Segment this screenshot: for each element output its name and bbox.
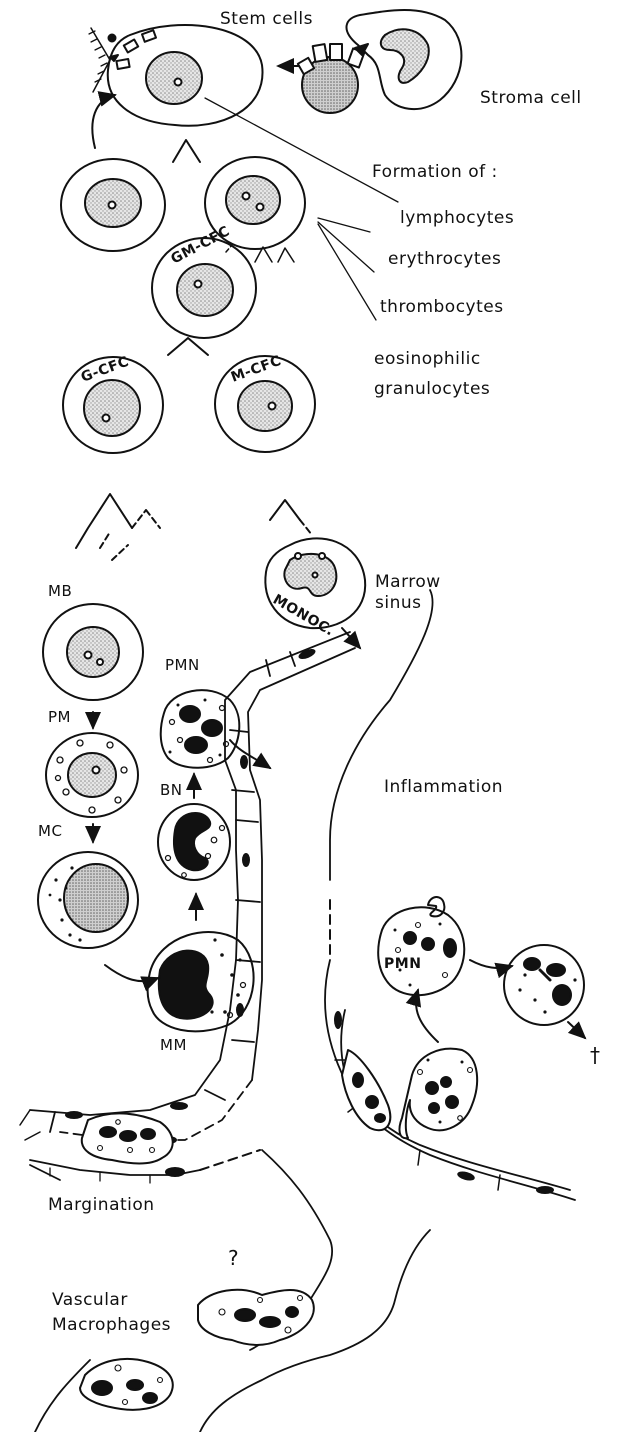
label-m-cfc: M-CFC bbox=[229, 353, 284, 386]
bn-cell bbox=[158, 804, 230, 880]
vascular-macrophage-2 bbox=[80, 1359, 173, 1410]
label-pm: PM bbox=[48, 708, 71, 726]
emigrating-cell bbox=[400, 1049, 478, 1138]
pmn-cell bbox=[161, 690, 240, 768]
label-stroma-cell: Stroma cell bbox=[480, 88, 582, 108]
label-erythrocytes: erythrocytes bbox=[388, 249, 501, 269]
label-marrow: Marrow bbox=[375, 572, 441, 592]
label-thrombocytes: thrombocytes bbox=[380, 297, 504, 317]
mb-cell bbox=[43, 604, 143, 700]
pm-cell bbox=[46, 733, 138, 817]
label-question: ? bbox=[228, 1246, 239, 1270]
label-death-cross: † bbox=[590, 1043, 600, 1067]
branch-stem bbox=[173, 140, 200, 162]
pmn-inflammation-cell bbox=[378, 897, 464, 995]
tree-m bbox=[270, 500, 300, 520]
label-mb: MB bbox=[48, 582, 72, 600]
label-bn: BN bbox=[160, 781, 183, 799]
mc-cell bbox=[38, 852, 138, 948]
label-macrophages: Macrophages bbox=[52, 1315, 171, 1335]
label-mc: MC bbox=[38, 822, 62, 840]
mm-cell bbox=[148, 932, 254, 1031]
label-formation-of: Formation of : bbox=[372, 162, 498, 182]
label-margination: Margination bbox=[48, 1195, 155, 1215]
label-mm: MM bbox=[160, 1036, 187, 1054]
stroma-cell bbox=[298, 10, 462, 113]
vascular-macrophage-1 bbox=[198, 1290, 314, 1345]
label-inflammation: Inflammation bbox=[384, 777, 503, 797]
marginated-cell bbox=[82, 1113, 173, 1163]
vessel-wall bbox=[262, 1150, 332, 1300]
stem-cell bbox=[89, 25, 263, 148]
migrating-cell-in-vessel bbox=[342, 1050, 390, 1130]
label-eosinophilic: eosinophilic bbox=[374, 349, 481, 369]
tree-g bbox=[76, 494, 132, 548]
label-lymphocytes: lymphocytes bbox=[400, 208, 514, 228]
label-pmn: PMN bbox=[165, 656, 200, 674]
label-stem-cells: Stem cells bbox=[220, 9, 313, 29]
label-sinus: sinus bbox=[375, 593, 422, 613]
dying-cell bbox=[504, 945, 584, 1025]
label-granulocytes: granulocytes bbox=[374, 379, 490, 399]
label-pmn-inflammation: PMN bbox=[384, 956, 421, 972]
daughter-cell-left bbox=[61, 159, 165, 251]
label-vascular: Vascular bbox=[52, 1290, 128, 1310]
branch-gm bbox=[168, 338, 208, 355]
